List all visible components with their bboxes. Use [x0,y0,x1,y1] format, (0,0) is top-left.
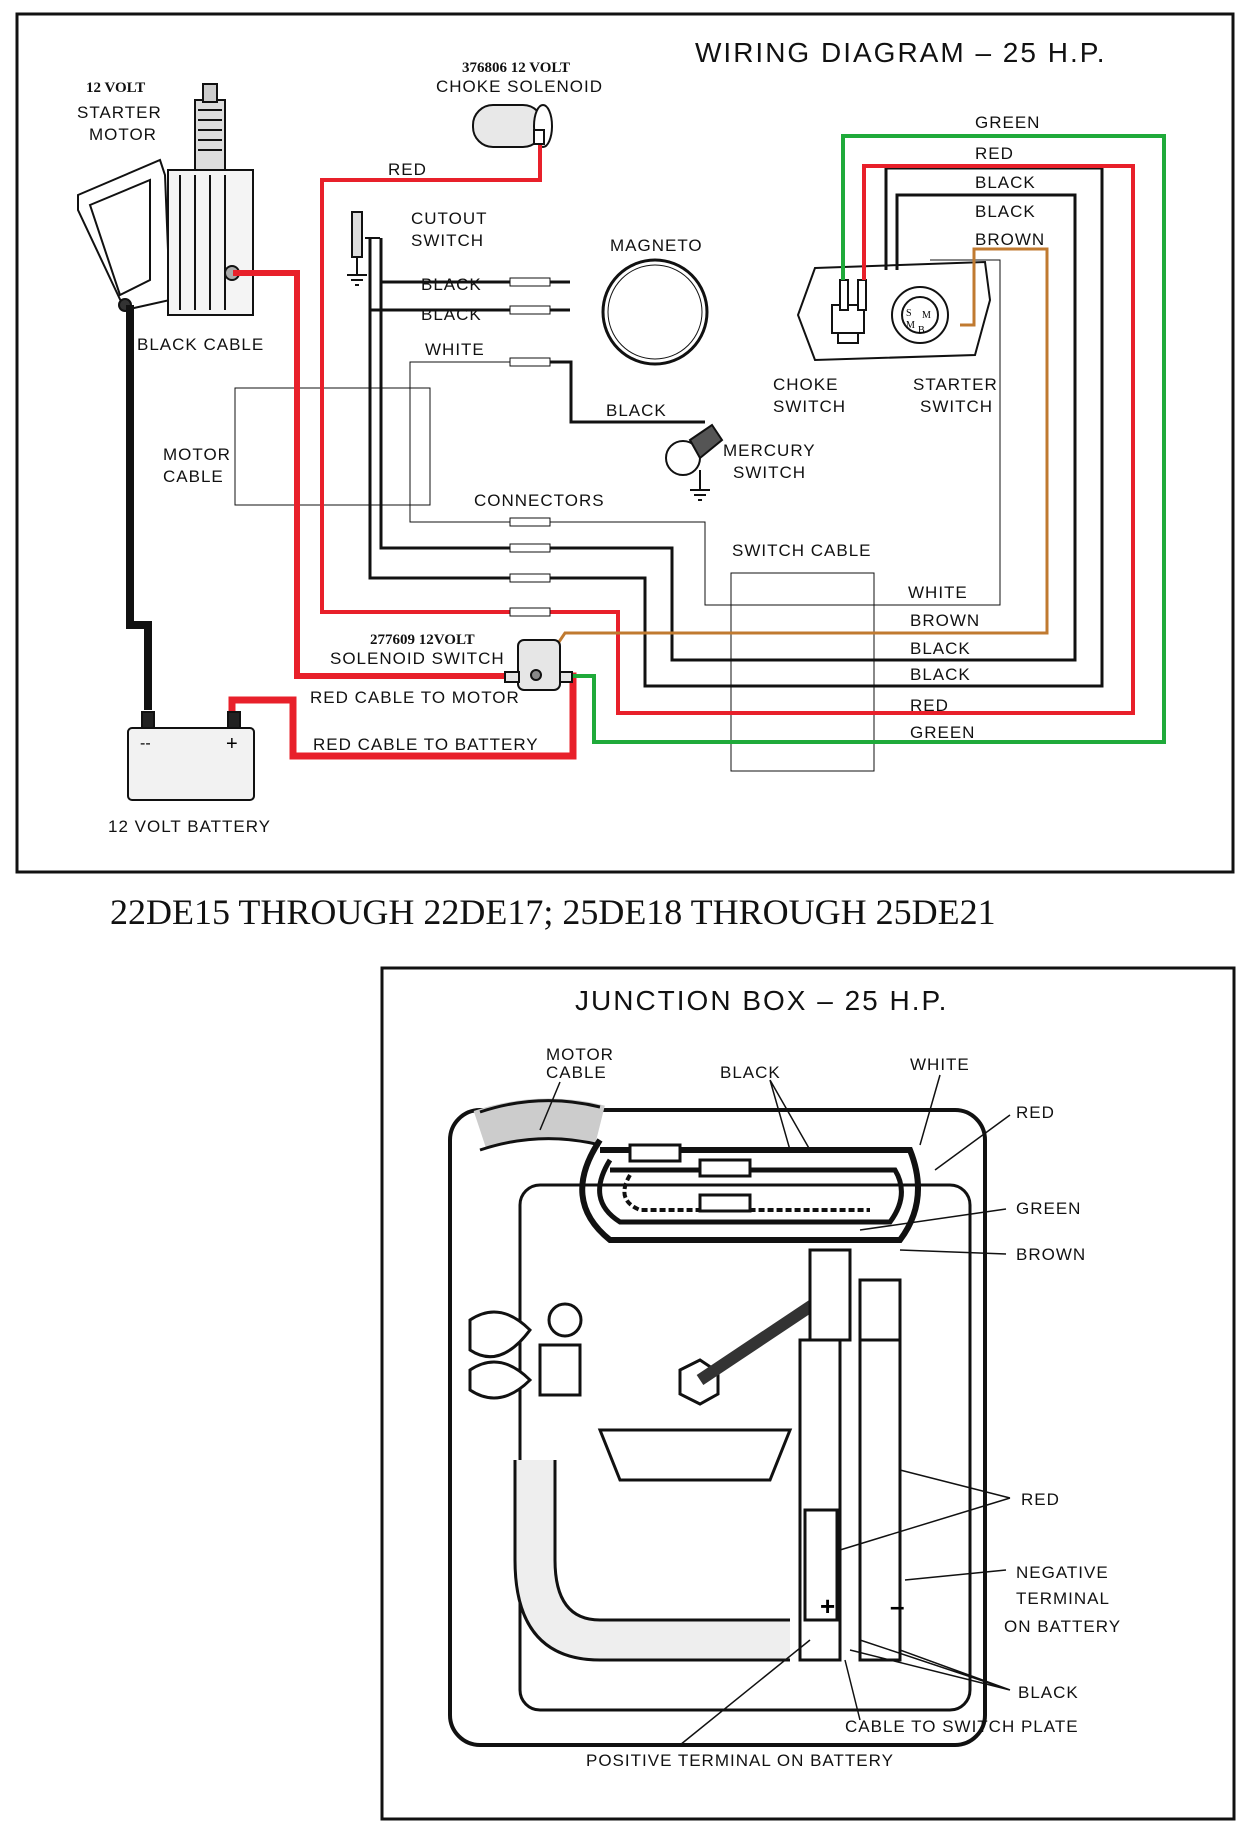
solenoid-switch-label-2: SOLENOID SWITCH [330,649,505,668]
starter-motor-label-3: MOTOR [89,125,157,144]
junction-leader-lines [539,1074,1011,1746]
jb-brown-label: BROWN [1016,1245,1086,1264]
black-wire-label-2: BLACK [421,305,482,324]
bottom-wire-label-red: RED [910,696,949,715]
top-wire-label-red: RED [975,144,1014,163]
bottom-wire-label-black-2: BLACK [910,665,971,684]
battery-label: 12 VOLT BATTERY [108,817,271,836]
red-cable-motor-label: RED CABLE TO MOTOR [310,688,520,707]
jb-red-label-2: RED [1021,1490,1060,1509]
junction-box-title: JUNCTION BOX – 25 H.P. [575,985,948,1016]
jb-black-label-2: BLACK [1018,1683,1079,1702]
battery-negative-sign: -- [140,735,151,752]
motor-cable-label-1: MOTOR [163,445,231,464]
bottom-wire-label-black-1: BLACK [910,639,971,658]
starter-switch-label-1: STARTER [913,375,998,394]
starter-switch-letter-m1: M [922,310,931,321]
cutout-switch-label-1: CUTOUT [411,209,488,228]
wiring-diagram-frame [15,12,1235,874]
jb-cable-switch-label: CABLE TO SWITCH PLATE [845,1717,1079,1736]
top-wire-label-green: GREEN [975,113,1040,132]
jb-red-label: RED [1016,1103,1055,1122]
green-wire [566,134,1166,744]
jb-positive-label: POSITIVE TERMINAL ON BATTERY [586,1751,894,1770]
battery-positive-sign: + [226,733,238,755]
starter-motor-label-1: 12 VOLT [86,80,145,96]
choke-switch-label-2: SWITCH [773,397,846,416]
choke-solenoid-icon [472,104,553,148]
red-cable-battery-label: RED CABLE TO BATTERY [313,735,539,754]
motor-cable-label-2: CABLE [163,467,224,486]
jb-white-label: WHITE [910,1055,970,1074]
switch-cable-box [730,572,875,772]
choke-solenoid-label-1: 376806 12 VOLT [462,60,570,76]
cutout-switch-icon [347,211,380,286]
solenoid-switch-icon [504,639,573,691]
cutout-switch-label-2: SWITCH [411,231,484,250]
top-wire-label-black-1: BLACK [975,173,1036,192]
junction-box-frame [380,966,1236,1821]
connectors-label: CONNECTORS [474,491,605,510]
jb-negative-label-3: ON BATTERY [1004,1617,1121,1636]
junction-box-illustration [448,1098,987,1747]
bottom-wire-label-white: WHITE [908,583,968,602]
black-mercury-wire-label: BLACK [606,401,667,420]
positive-terminal-sign: + [820,1591,835,1621]
top-wire-label-black-2: BLACK [975,202,1036,221]
battery-icon [127,711,255,801]
model-range-caption: 22DE15 THROUGH 22DE17; 25DE18 THROUGH 25… [110,892,996,932]
top-wire-label-brown: BROWN [975,230,1045,249]
switch-cable-label: SWITCH CABLE [732,541,872,560]
switch-panel-icon [796,260,992,362]
jb-green-label: GREEN [1016,1199,1081,1218]
jb-negative-label-2: TERMINAL [1016,1589,1110,1608]
jb-negative-label-1: NEGATIVE [1016,1563,1109,1582]
connector-group [509,277,551,617]
white-wire-label: WHITE [425,340,485,359]
mercury-switch-label-2: SWITCH [733,463,806,482]
motor-cable-box [234,387,431,506]
jb-motor-cable-label-1: MOTOR [546,1045,614,1064]
black-cable-label: BLACK CABLE [137,335,264,354]
starter-motor-label-2: STARTER [77,103,162,122]
bottom-wire-label-brown: BROWN [910,611,980,630]
starter-switch-label-2: SWITCH [920,397,993,416]
jb-motor-cable-label-2: CABLE [546,1063,607,1082]
mercury-switch-label-1: MERCURY [723,441,816,460]
red-choke-wire-label: RED [388,160,427,179]
black-wire-label-1: BLACK [421,275,482,294]
starter-switch-letter-m2: M [906,320,915,331]
magneto-icon [601,258,709,366]
mercury-switch-icon [665,423,724,501]
choke-solenoid-label-2: CHOKE SOLENOID [436,77,603,96]
starter-switch-letter-s: S [906,308,912,319]
jb-black-label: BLACK [720,1063,781,1082]
solenoid-switch-label-1: 277609 12VOLT [370,632,475,648]
magneto-label: MAGNETO [610,236,703,255]
bottom-wire-label-green: GREEN [910,723,975,742]
black-cable-wire [126,305,152,710]
starter-switch-letter-b: B [918,325,925,336]
wiring-diagram-title: WIRING DIAGRAM – 25 H.P. [695,37,1107,68]
negative-terminal-sign: – [890,1591,904,1621]
brown-wire [538,247,1049,671]
choke-switch-label-1: CHOKE [773,375,838,394]
starter-motor-icon [77,83,254,316]
